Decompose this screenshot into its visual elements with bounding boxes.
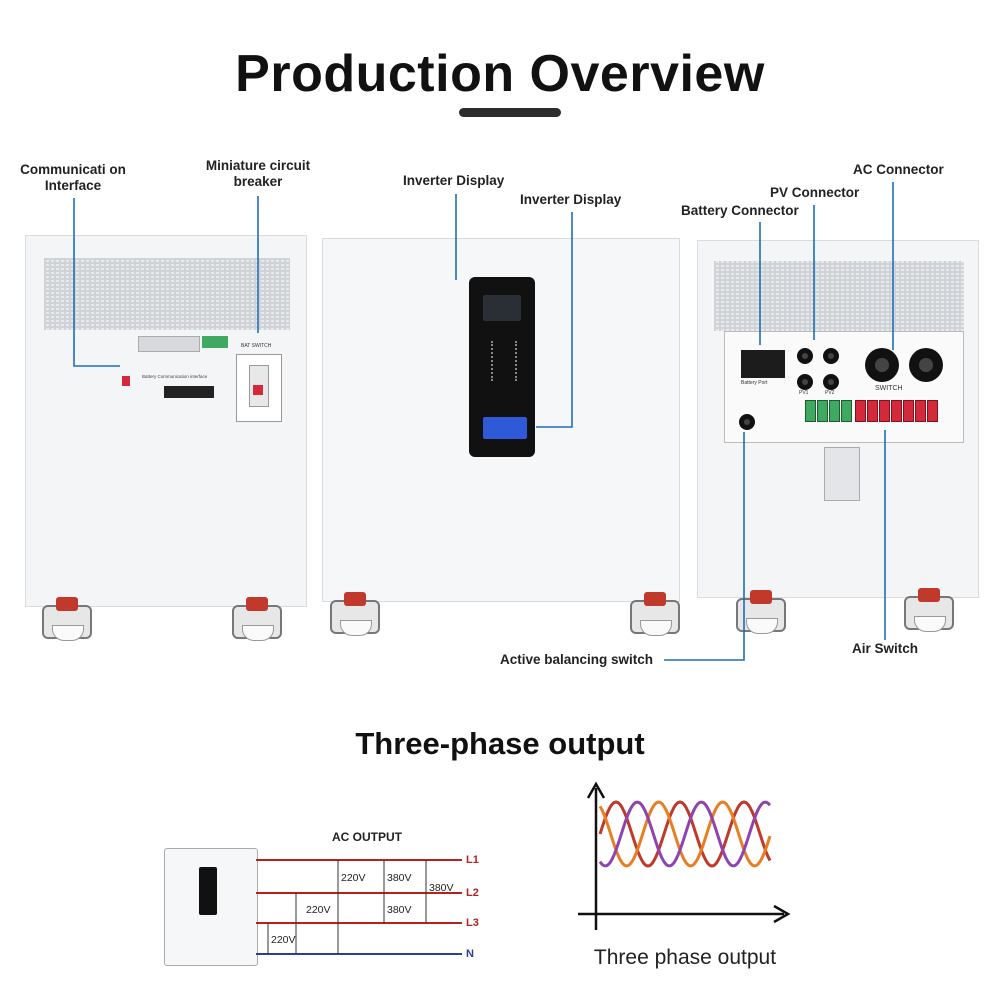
pv1-text: PV1 [799, 390, 809, 396]
pv2-text: PV2 [825, 390, 835, 396]
left-unit-red-switch [122, 376, 130, 386]
inverter-display-label-1: Inverter Display [403, 173, 505, 188]
breaker-lever[interactable] [253, 385, 263, 395]
left-unit-wheel-left [42, 597, 92, 641]
right-unit: Battery Port PV1 PV2 SWITCH [697, 240, 979, 598]
ac-connector-label: AC Connector [853, 162, 944, 177]
balancing-switch-button[interactable] [739, 414, 755, 430]
battery-port-text: Battery Port [741, 380, 768, 386]
leader-display-2 [536, 212, 573, 428]
voltage-220-top: 220V [341, 872, 366, 884]
phase-wave-3 [598, 800, 772, 868]
battery-port-block [741, 350, 785, 378]
middle-unit-wheel-right [630, 592, 680, 636]
page-title: Production Overview [235, 45, 765, 103]
phase-label-l2: L2 [466, 887, 479, 899]
voltage-380-mid: 380V [387, 904, 412, 916]
wave-x-arrow [773, 904, 791, 924]
left-unit-grille [44, 258, 290, 330]
pv-connector-label: PV Connector [770, 185, 860, 200]
title-underline [459, 108, 561, 117]
battery-comm-interface-text: Battery Communication interface [142, 374, 208, 379]
display-buttons[interactable] [491, 341, 517, 381]
pv-switch-4[interactable] [841, 400, 852, 422]
air-switch-5[interactable] [903, 400, 914, 422]
middle-unit-wheel-left [330, 592, 380, 636]
pv-switch-2[interactable] [817, 400, 828, 422]
phase-label-l3: L3 [466, 917, 479, 929]
middle-unit [322, 238, 680, 602]
mini-unit-display [199, 867, 217, 915]
right-unit-grille [714, 261, 964, 331]
switch-text: SWITCH [875, 385, 903, 392]
left-unit-wheel-right [232, 597, 282, 641]
pv-switch-1[interactable] [805, 400, 816, 422]
comm-terminal [202, 336, 228, 348]
phase-label-n: N [466, 948, 474, 960]
air-switch-1[interactable] [855, 400, 866, 422]
right-unit-connector-panel: Battery Port PV1 PV2 SWITCH [724, 331, 964, 443]
ac-output-label: AC OUTPUT [332, 830, 402, 844]
communication-interface-label: Communicati on Interface [20, 162, 126, 193]
display-screen-bottom [483, 417, 527, 439]
rating-plate [824, 447, 860, 501]
voltage-380-wide: 380V [429, 882, 454, 894]
mini-unit [164, 848, 258, 966]
comm-ports [138, 336, 200, 352]
wave-y-arrow [586, 781, 606, 799]
ac-output-diagram: AC OUTPUT L1 L2 L3 N 220V 380V 380V 220V… [160, 820, 490, 980]
bat-switch-text: BAT SWITCH [241, 343, 272, 349]
air-switch-3[interactable] [879, 400, 890, 422]
air-switch-4[interactable] [891, 400, 902, 422]
voltage-220-mid: 220V [306, 904, 331, 916]
air-switch-2[interactable] [867, 400, 878, 422]
pv1-connector[interactable] [797, 348, 813, 364]
ac-connector-2[interactable] [909, 348, 943, 382]
air-switch-7[interactable] [927, 400, 938, 422]
inverter-display-label-2: Inverter Display [520, 192, 622, 207]
voltage-220-low: 220V [271, 934, 296, 946]
leader-balancing [664, 432, 745, 661]
ac-connector-1[interactable] [865, 348, 899, 382]
three-phase-title: Three-phase output [355, 726, 645, 761]
phase-label-l1: L1 [466, 854, 479, 866]
left-unit-port-row [164, 386, 214, 398]
air-switch-label: Air Switch [852, 641, 919, 656]
phase-wave-2 [598, 800, 772, 868]
pv1-neg-connector[interactable] [797, 374, 813, 390]
leader-communication [73, 198, 120, 367]
ac-output-lines [256, 859, 462, 955]
phase-wave-1 [598, 800, 772, 868]
miniature-circuit-breaker-label: Miniature circuit breaker [205, 158, 311, 189]
inverter-display-panel [469, 277, 535, 457]
pv2-neg-connector[interactable] [823, 374, 839, 390]
three-phase-caption: Three phase output [593, 946, 777, 969]
right-unit-wheel-right [904, 588, 954, 632]
pv2-connector[interactable] [823, 348, 839, 364]
air-switch-6[interactable] [915, 400, 926, 422]
left-unit: Battery Communication interface BAT SWIT… [25, 235, 307, 607]
display-screen-top [483, 295, 521, 321]
active-balancing-switch-label: Active balancing switch [500, 652, 654, 667]
three-phase-wave-chart [578, 781, 791, 930]
battery-connector-label: Battery Connector [681, 203, 799, 218]
bat-switch-box: BAT SWITCH [236, 343, 282, 422]
voltage-380-top: 380V [387, 872, 412, 884]
pv-switch-3[interactable] [829, 400, 840, 422]
